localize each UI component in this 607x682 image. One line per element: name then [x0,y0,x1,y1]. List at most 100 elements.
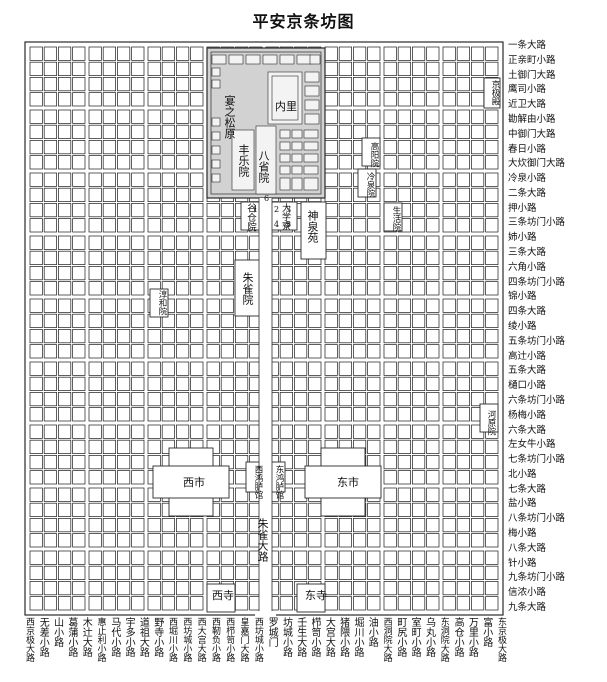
city-block [206,250,220,265]
city-block [117,92,131,107]
city-block [471,281,485,296]
city-block [176,550,190,565]
city-block [190,596,204,611]
city-block [102,361,116,376]
city-block [456,518,470,533]
city-block [338,298,352,313]
city-block [131,250,145,265]
city-block [102,46,116,61]
city-block [308,565,322,580]
district-kyogokuden-area [483,77,501,109]
city-block [338,565,352,580]
city-block [58,187,72,202]
city-block [190,361,204,376]
city-block [117,361,131,376]
city-block [412,455,426,470]
city-block [412,109,426,124]
city-block [383,313,397,328]
city-block [72,235,86,250]
city-block [176,361,190,376]
city-block [412,172,426,187]
city-block [58,235,72,250]
city-block [367,376,381,391]
city-block [426,77,440,92]
city-block [367,581,381,596]
city-block [58,439,72,454]
city-block [324,218,338,233]
city-block [412,424,426,439]
city-block [426,61,440,76]
city-block [58,424,72,439]
city-block [176,313,190,328]
city-block [471,439,485,454]
city-block [338,203,352,218]
city-block [235,407,249,422]
city-block [161,172,175,187]
city-block [456,61,470,76]
city-block [485,502,499,517]
city-block [367,92,381,107]
city-block [324,187,338,202]
palace-building [211,173,221,183]
city-block [294,376,308,391]
city-block [161,376,175,391]
city-block [43,455,57,470]
city-block [147,518,161,533]
city-block [43,203,57,218]
city-block [220,329,234,344]
city-block [353,344,367,359]
street-label-ns: 宇多小路 [123,617,135,657]
city-block [485,203,499,218]
city-block [190,46,204,61]
city-block [456,361,470,376]
city-block [220,376,234,391]
city-block [131,502,145,517]
palace-building [304,99,320,111]
city-block [117,502,131,517]
city-block [367,313,381,328]
city-block [190,581,204,596]
city-block [294,565,308,580]
city-block [147,344,161,359]
city-block [102,281,116,296]
city-block [176,203,190,218]
city-block [220,392,234,407]
city-block [235,533,249,548]
city-block [147,550,161,565]
city-block [58,550,72,565]
city-block [308,533,322,548]
city-block [397,109,411,124]
city-block [43,392,57,407]
city-block [176,266,190,281]
city-block [294,313,308,328]
city-block [442,140,456,155]
street-label-ns: 室町小路 [409,617,421,657]
city-block [220,533,234,548]
city-block [485,329,499,344]
city-block [58,155,72,170]
city-block [324,344,338,359]
city-block [43,533,57,548]
palace-building [245,54,261,65]
city-block [353,329,367,344]
city-block [456,424,470,439]
city-block [43,298,57,313]
city-block [279,424,293,439]
city-block [426,281,440,296]
city-block [102,77,116,92]
city-block [43,344,57,359]
city-block [147,235,161,250]
city-block [117,470,131,485]
city-block [190,61,204,76]
city-block [412,77,426,92]
city-block [324,424,338,439]
city-block [485,235,499,250]
city-block [324,203,338,218]
city-block [383,424,397,439]
palace-building [291,177,303,191]
city-block [29,313,43,328]
city-block [88,77,102,92]
city-block [147,376,161,391]
city-block [397,92,411,107]
city-block [220,550,234,565]
